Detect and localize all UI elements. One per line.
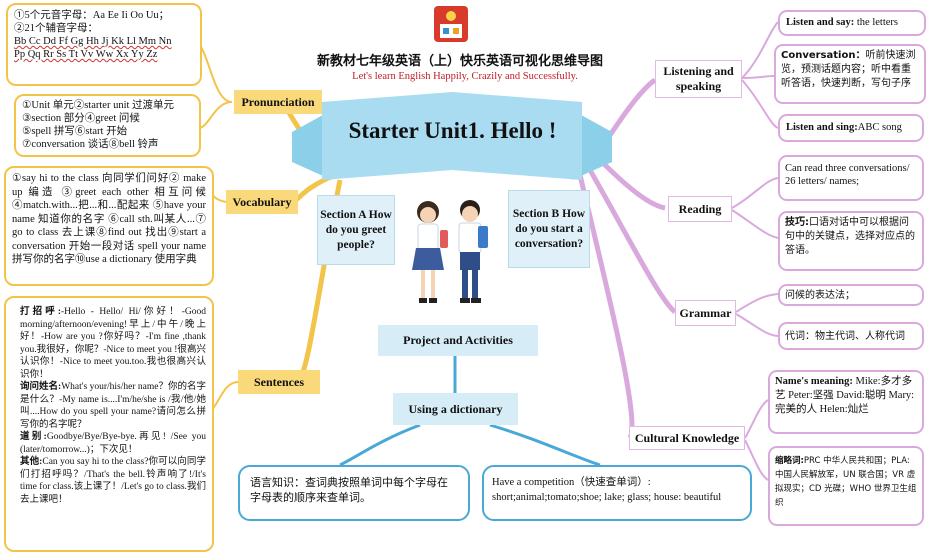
listen-say-head: Listen and say:: [786, 17, 855, 28]
other-head: 其他:: [20, 457, 43, 467]
reading-skill-box: Can read three conversations/ 26 letters…: [778, 155, 924, 201]
listen-sing-text: ABC song: [857, 122, 902, 133]
conversation-box: Conversation：听前快速浏览，预测话题内容；听中看重听答语，快速判断，…: [774, 44, 926, 104]
reading-label: Reading: [668, 196, 732, 222]
conversation-text: 听前快速浏览，预测话题内容；听中看重听答语，快速判断，写句子序: [781, 50, 916, 89]
pron-consonants-1: Bb Cc Dd Ff Gg Hh Jj Kk Ll Mm Nn: [14, 36, 172, 47]
sentences-box: 打招呼:-Hello - Hello/ Hi/你好！-Good morning/…: [4, 296, 214, 552]
vocab-line-1: ①Unit 单元②starter unit 过渡单元: [22, 100, 175, 111]
listen-sing-head: Listen and sing:: [786, 122, 858, 133]
using-dictionary-node: Using a dictionary: [393, 393, 518, 425]
page-title: 新教材七年级英语（上）快乐英语可视化思维导图: [316, 54, 603, 69]
unit-title: Starter Unit1. Hello !: [348, 118, 557, 143]
section-b-box: Section B How do you start a conversatio…: [508, 190, 590, 268]
abbreviations-box: 缩略词:PRC 中华人民共和国；PLA:中国人民解放军，UN 联合国；VR 虚拟…: [768, 446, 924, 526]
textbook-logo: [428, 4, 474, 46]
reading-tip-head: 技巧:: [785, 217, 809, 228]
grammar-label: Grammar: [675, 300, 736, 326]
language-knowledge-box: 语言知识：查词典按照单词中每个字母在字母表的顺序来查单词。: [238, 465, 470, 521]
vocab-line-3: ⑤spell 拼写⑥start 开始: [22, 126, 128, 137]
greet-head: 打招呼:: [20, 307, 61, 317]
abbr-head: 缩略词:: [775, 456, 804, 466]
vocabulary-label: Vocabulary: [226, 190, 298, 214]
pron-consonants-head: ②21个辅音字母：: [14, 23, 98, 34]
bye-head: 道别:: [20, 432, 47, 442]
name-text: What's your/his/her name？你的名字是什么？-My nam…: [20, 382, 207, 430]
grammar-pronoun-box: 代词：物主代词、人称代词: [778, 322, 924, 350]
vocab-line-2: ③section 部分④greet 问候: [22, 113, 140, 124]
reading-tip-box: 技巧:口语对话中可以根据问句中的关键点，选择对应点的答语。: [778, 211, 924, 271]
vocabulary-words-box: ①Unit 单元②starter unit 过渡单元 ③section 部分④g…: [14, 94, 201, 157]
name-head: 询问姓名:: [20, 382, 62, 392]
conversation-head: Conversation：: [781, 50, 866, 61]
other-text: Can you say hi to the class?你可以向同学们打招呼吗？…: [20, 457, 206, 505]
pron-consonants-2: Pp Qq Rr Ss Tt Vv Ww Xx Yy Zz: [14, 49, 158, 60]
names-meaning-box: Name's meaning: Mike:多才多艺 Peter:坚强 David…: [768, 370, 924, 434]
reading-tip-text: 口语对话中可以根据问句中的关键点，选择对应点的答语。: [785, 217, 915, 256]
pronunciation-label: Pronunciation: [234, 90, 322, 114]
listen-say-text: the letters: [856, 17, 898, 28]
bye-text: Goodbye/Bye/Bye-bye.再见! /See you (later/…: [20, 432, 206, 455]
unit-banner: [292, 92, 612, 180]
section-a-box: Section A How do you greet people?: [317, 195, 395, 265]
grammar-greeting-box: 问候的表达法；: [778, 284, 924, 306]
pronunciation-box: ①5个元音字母：Aa Ee Ii Oo Uu； ②21个辅音字母： Bb Cc …: [6, 3, 202, 86]
students-illustration: [412, 200, 488, 303]
cultural-knowledge-label: Cultural Knowledge: [629, 426, 745, 450]
listening-speaking-label: Listening and speaking: [655, 60, 742, 98]
pron-vowels: ①5个元音字母：Aa Ee Ii Oo Uu；: [14, 10, 170, 21]
listen-sing-box: Listen and sing:ABC song: [778, 114, 924, 142]
greet-text: -Hello - Hello/ Hi/你好！-Good morning/afte…: [20, 307, 206, 380]
vocabulary-phrases-box: ①say hi to the class 向同学们问好② make up 编造 …: [4, 166, 214, 286]
project-activities-node: Project and Activities: [378, 325, 538, 356]
abbr-text: PRC 中华人民共和国；PLA:中国人民解放军，UN 联合国；VR 虚拟现实；C…: [775, 456, 917, 508]
sentences-label: Sentences: [238, 370, 320, 394]
competition-box: Have a competition（快速查单词）: short;animal;…: [482, 465, 752, 521]
listen-say-box: Listen and say: the letters: [778, 10, 926, 36]
vocab-line-4: ⑦conversation 谈话⑧bell 铃声: [22, 139, 159, 150]
page-subtitle: Let's learn English Happily, Crazily and…: [352, 71, 578, 82]
names-head: Name's meaning:: [775, 376, 853, 387]
names-text: Mike:多才多艺 Peter:坚强 David:聪明 Mary: 完美的人 H…: [775, 376, 915, 415]
